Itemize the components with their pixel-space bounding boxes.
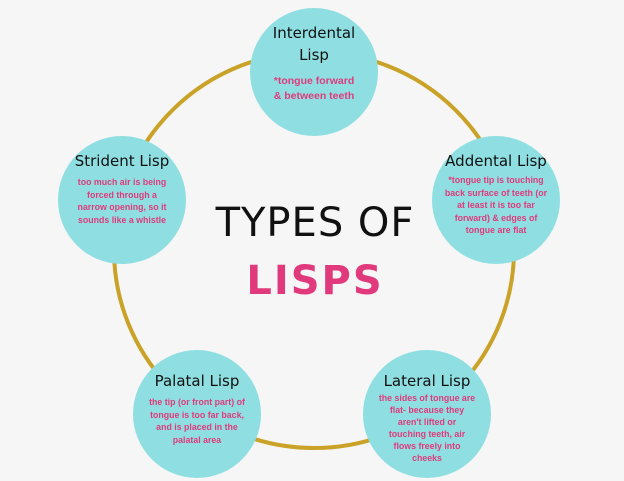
- node-desc-line: tongue are flat: [465, 225, 527, 235]
- node-desc-line: at least it is too far: [457, 200, 535, 210]
- node-title: Addental Lisp: [445, 152, 547, 170]
- node-title: Strident Lisp: [74, 152, 170, 170]
- node-description: *tongue tip is touching back surface of …: [442, 174, 550, 237]
- node-desc-line: back surface of teeth (or: [444, 187, 548, 198]
- node-desc-line: flat- because they: [389, 405, 465, 415]
- node-lateral-lisp: Lateral Lisp the sides of tongue are fla…: [363, 350, 491, 478]
- node-desc-line: cheeks: [412, 453, 442, 463]
- node-desc-line: palatal area: [172, 434, 222, 445]
- node-title-line: Lisp: [299, 46, 329, 64]
- node-desc-line: touching teeth, air: [388, 429, 466, 439]
- node-desc-line: flows freely into: [393, 441, 461, 451]
- node-title: Palatal Lisp: [154, 372, 240, 390]
- node-addental-lisp: Addental Lisp *tongue tip is touching ba…: [432, 136, 560, 264]
- title-line-1: TYPES OF: [215, 200, 415, 246]
- node-desc-line: the tip (or front part) of: [149, 397, 245, 407]
- node-interdental-lisp: Interdental Lisp *tongue forward & betwe…: [250, 8, 378, 136]
- node-description: too much air is being forced through a n…: [68, 176, 176, 226]
- node-desc-line: sounds like a whistle: [78, 214, 166, 225]
- node-desc-line: and is placed in the: [156, 422, 238, 432]
- node-desc-line: forced through a: [87, 189, 157, 200]
- node-desc-line: & between teeth: [273, 90, 355, 102]
- node-title: Lateral Lisp: [383, 372, 471, 390]
- title-line-2: LISPS: [246, 258, 384, 304]
- node-desc-line: tongue is too far back,: [150, 409, 244, 420]
- node-desc-line: narrow opening, so it: [77, 202, 167, 212]
- node-desc-line: forward) & edges of: [454, 212, 538, 223]
- node-description: the sides of tongue are flat- because th…: [373, 392, 481, 464]
- node-description: *tongue forward & between teeth: [260, 74, 368, 104]
- node-description: the tip (or front part) of tongue is too…: [143, 396, 251, 446]
- node-title: Interdental Lisp: [260, 22, 368, 66]
- node-desc-line: too much air is being: [77, 177, 167, 187]
- node-desc-line: the sides of tongue are: [378, 393, 476, 403]
- node-palatal-lisp: Palatal Lisp the tip (or front part) of …: [133, 350, 261, 478]
- node-strident-lisp: Strident Lisp too much air is being forc…: [58, 136, 186, 264]
- node-desc-line: *tongue tip is touching: [448, 175, 544, 185]
- node-desc-line: *tongue forward: [273, 75, 355, 87]
- node-title-line: Interdental: [272, 24, 356, 42]
- node-desc-line: aren't lifted or: [397, 417, 457, 427]
